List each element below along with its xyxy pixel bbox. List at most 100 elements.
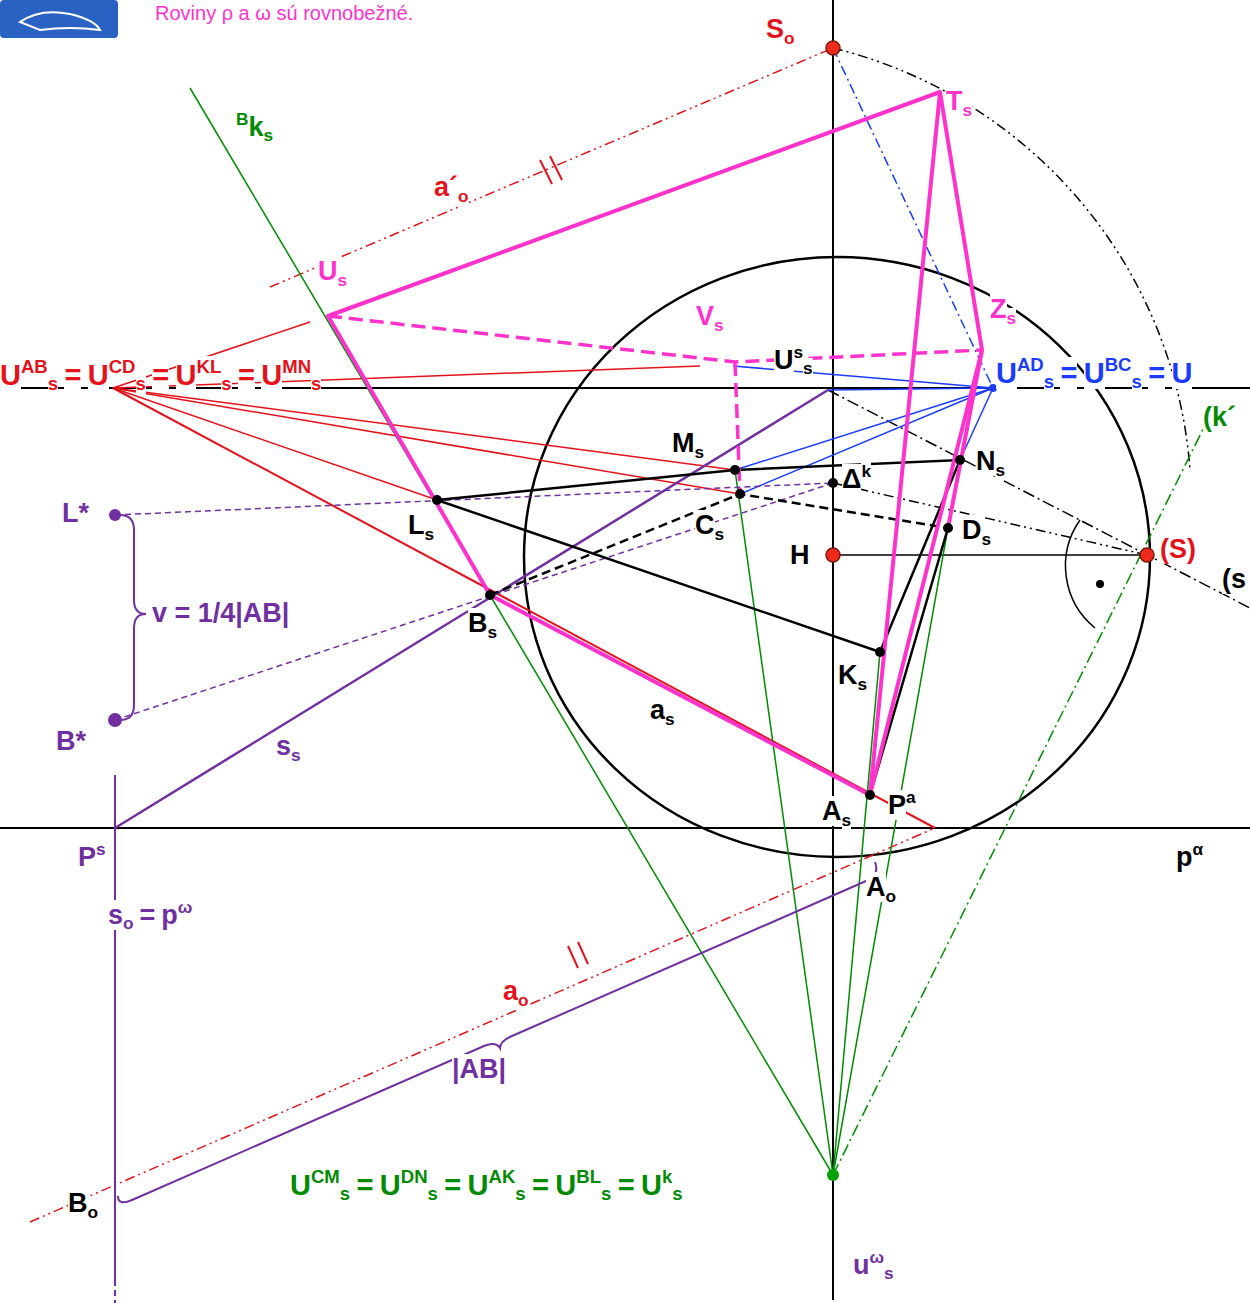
- label-text: (k´: [1203, 402, 1236, 432]
- label-text: p: [1176, 842, 1193, 872]
- label-text: s: [794, 342, 804, 362]
- label-text: s: [665, 709, 675, 729]
- label-text: a: [906, 787, 916, 807]
- label-text: s: [428, 1183, 438, 1204]
- label-text: s: [672, 1183, 682, 1204]
- label-text: CM: [311, 1166, 340, 1187]
- label-group: uωs: [853, 1248, 894, 1284]
- label-text: U: [0, 359, 21, 391]
- label-text: BL: [576, 1166, 601, 1187]
- label-text: L*: [62, 498, 89, 528]
- label-group: (k´: [1203, 402, 1236, 433]
- point: [432, 495, 442, 505]
- label-group: Ls: [408, 510, 434, 544]
- label-group: UABs=UCDs=UKLs=UMNs: [0, 356, 321, 395]
- label-group: ss: [276, 731, 301, 765]
- label-group: Pa: [888, 788, 916, 821]
- point: [955, 455, 965, 465]
- label-text: B*: [56, 726, 86, 756]
- brace: [118, 862, 876, 1202]
- label-text: B: [468, 608, 488, 638]
- label-group: L*: [62, 498, 89, 529]
- parallel-ticks: [540, 156, 562, 184]
- label-text: a: [503, 976, 518, 1006]
- label-group: Ts: [946, 86, 972, 120]
- label-text: s: [1007, 308, 1017, 328]
- label-text: s: [963, 100, 973, 120]
- label-group: (s: [1222, 564, 1246, 595]
- label-group: a´o: [434, 172, 469, 206]
- label-text: U: [774, 345, 794, 375]
- label-text: s: [695, 442, 705, 462]
- label-text: ω: [178, 897, 193, 917]
- point: [943, 523, 953, 533]
- label-text: α: [1193, 839, 1204, 859]
- label-text: U: [555, 1169, 576, 1201]
- label-group: ao: [503, 976, 529, 1010]
- label-text: A: [822, 796, 842, 826]
- label-group: UADs=UBCs=U: [996, 354, 1192, 393]
- label-text: k: [248, 112, 263, 142]
- label-text: U: [468, 1169, 489, 1201]
- label-text: L: [408, 510, 425, 540]
- right-angle-mark: [1065, 520, 1095, 628]
- points: [432, 455, 965, 800]
- label-text: A: [866, 872, 886, 902]
- label-text: S: [766, 14, 784, 44]
- vanishing-point: [827, 1169, 839, 1181]
- point: [875, 647, 885, 657]
- label-group: So: [766, 14, 795, 48]
- construction-line: [115, 483, 833, 720]
- line-a-rotated: [270, 48, 833, 287]
- direction-k-rotated: [833, 405, 1215, 1175]
- label-group: UCMs=UDNs=UAKs=UBLs=Uks: [290, 1166, 683, 1205]
- label-text: =: [1060, 357, 1077, 389]
- label-text: s: [601, 1183, 611, 1204]
- distance-circle: [524, 257, 1150, 857]
- trace-omega: [114, 775, 116, 1280]
- line-s: [115, 390, 828, 828]
- label-text: C: [695, 510, 715, 540]
- label-text: s: [96, 839, 106, 859]
- label-text: M: [672, 428, 695, 458]
- label-text: |AB|: [452, 1054, 506, 1084]
- label-text: k: [662, 1166, 672, 1187]
- centre-point: [826, 41, 840, 55]
- trace-line: [0, 827, 1250, 829]
- square-klmn: [437, 460, 960, 652]
- label-text: U: [290, 1169, 311, 1201]
- label-text: Δ: [842, 464, 861, 494]
- label-text: s: [715, 524, 725, 544]
- label-text: o: [518, 990, 529, 1010]
- construction-line: [833, 483, 1147, 555]
- label-text: s: [842, 810, 852, 830]
- label-text: U: [641, 1169, 662, 1201]
- vanishing-ray: [113, 388, 437, 500]
- label-text: s: [884, 1263, 894, 1283]
- label-group: Δk: [842, 462, 871, 495]
- label-text: (s: [1222, 564, 1246, 594]
- label-text: DN: [401, 1166, 428, 1187]
- label-group: v = 1/4|AB|: [152, 598, 289, 629]
- label-text: s: [1132, 371, 1142, 392]
- label-text: =: [1148, 357, 1165, 389]
- label-text: =: [64, 359, 81, 391]
- label-text: AK: [489, 1166, 516, 1187]
- label-text: s: [425, 524, 435, 544]
- label-text: CD: [109, 356, 136, 377]
- solid-hidden-edges: [328, 316, 982, 494]
- label-group: Vs: [696, 301, 724, 335]
- label-text: s: [488, 622, 498, 642]
- label-text: Z: [990, 294, 1007, 324]
- label-group: pα: [1176, 840, 1203, 873]
- label-group: Bks: [236, 110, 273, 146]
- label-text: U: [176, 359, 197, 391]
- label-text: a´: [434, 172, 458, 202]
- label-text: o: [123, 913, 134, 933]
- centre-point: [1140, 548, 1154, 562]
- label-text: v = 1/4|AB|: [152, 598, 289, 628]
- label-group: Cs: [695, 510, 724, 544]
- label-text: =: [140, 900, 156, 930]
- label-text: D: [962, 515, 982, 545]
